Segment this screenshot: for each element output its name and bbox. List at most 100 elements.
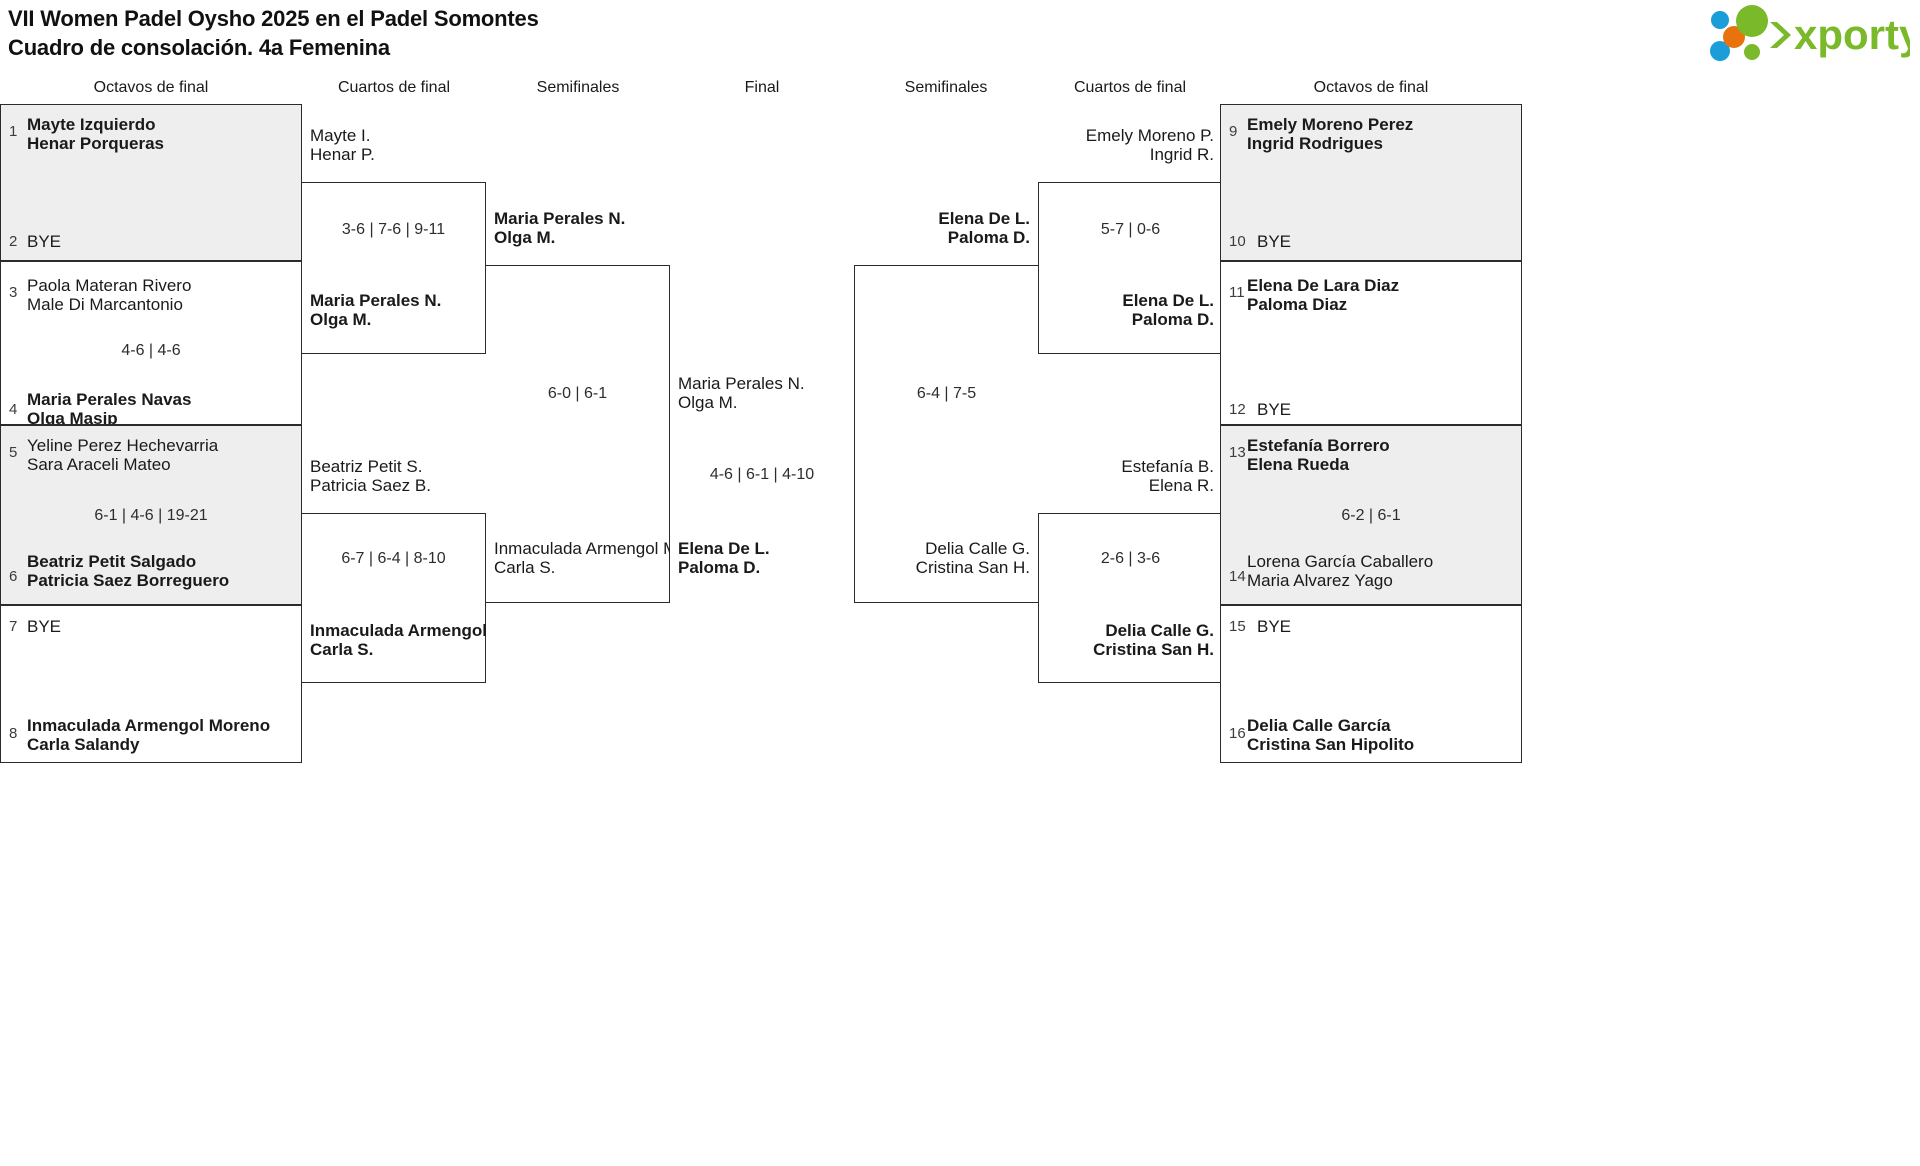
final-top-line-1: Maria Perales N. bbox=[678, 374, 805, 393]
seed-number: 3 bbox=[9, 284, 18, 301]
match-score: 6-7 | 6-4 | 8-10 bbox=[341, 550, 446, 567]
player-line-2: Paloma Diaz bbox=[1247, 295, 1348, 314]
match-score: 6-2 | 6-1 bbox=[1341, 507, 1401, 524]
title-line-1: VII Women Padel Oysho 2025 en el Padel S… bbox=[8, 6, 539, 31]
match-score: 2-6 | 3-6 bbox=[1100, 550, 1161, 567]
player-line-1: BYE bbox=[1257, 400, 1292, 419]
semis-left-top-line-2: Olga M. bbox=[494, 228, 556, 247]
player-line-1: Mayte Izquierdo bbox=[27, 115, 156, 134]
seed-number: 16 bbox=[1229, 725, 1246, 742]
player-line-1: Lorena García Caballero bbox=[1247, 552, 1434, 571]
octavos-right-match-2[interactable]: 11 Elena De Lara Diaz Paloma Diaz 12 BYE bbox=[1220, 261, 1522, 425]
seed-number: 1 bbox=[9, 123, 18, 140]
cuartos-right-1-bot-line-2: Paloma D. bbox=[1131, 310, 1214, 329]
octavos-right-match-1[interactable]: 9 Emely Moreno Perez Ingrid Rodrigues 10… bbox=[1220, 104, 1522, 261]
seed-number: 10 bbox=[1229, 233, 1246, 250]
octavos-right-match-3[interactable]: 13 Estefanía Borrero Elena Rueda 6-2 | 6… bbox=[1220, 425, 1522, 605]
cuartos-left-2-bot-line-1: Inmaculada Armengol M. bbox=[310, 621, 486, 640]
round-header-cuartos-right: Cuartos de final bbox=[1073, 79, 1187, 96]
player-line-2: Carla Salandy bbox=[27, 735, 140, 754]
player-line-2: Cristina San Hipolito bbox=[1247, 735, 1415, 754]
round-header-semis-right: Semifinales bbox=[904, 79, 988, 96]
final-bot-line-2: Paloma D. bbox=[678, 558, 761, 577]
semis-left-connector[interactable]: 6-0 | 6-1 bbox=[486, 265, 670, 603]
player-line-2: Henar Porqueras bbox=[27, 134, 164, 153]
cuartos-right-2-top-line-1: Estefanía B. bbox=[1121, 457, 1214, 476]
cuartos-right-2-bot-line-2: Cristina San H. bbox=[1093, 640, 1214, 659]
match-score: 6-0 | 6-1 bbox=[547, 385, 608, 402]
seed-number: 14 bbox=[1229, 568, 1246, 585]
seed-number: 8 bbox=[9, 725, 18, 742]
cuartos-left-match-1-connector[interactable]: 3-6 | 7-6 | 9-11 bbox=[302, 182, 486, 354]
seed-number: 2 bbox=[9, 233, 18, 250]
octavos-left-match-1[interactable]: 1 Mayte Izquierdo Henar Porqueras 2 BYE bbox=[0, 104, 302, 261]
logo-wordmark: xporty bbox=[1794, 11, 1910, 58]
player-line-2: Male Di Marcantonio bbox=[27, 295, 183, 314]
round-header-octavos-left: Octavos de final bbox=[93, 79, 209, 96]
cuartos-right-match-2-connector[interactable]: 2-6 | 3-6 bbox=[1038, 513, 1222, 683]
round-header-final: Final bbox=[744, 79, 780, 96]
seed-number: 7 bbox=[9, 618, 18, 635]
cuartos-right-1-top-line-1: Emely Moreno P. bbox=[1085, 126, 1214, 145]
match-score: 4-6 | 4-6 bbox=[121, 342, 181, 359]
round-header-octavos-right: Octavos de final bbox=[1313, 79, 1429, 96]
semis-right-connector[interactable]: 6-4 | 7-5 bbox=[854, 265, 1038, 603]
cuartos-right-2-top-line-2: Elena R. bbox=[1148, 476, 1214, 495]
final-bot-line-1: Elena De L. bbox=[678, 539, 770, 558]
semis-left-top-line-1: Maria Perales N. bbox=[494, 209, 626, 228]
cuartos-right-1-top-line-2: Ingrid R. bbox=[1149, 145, 1214, 164]
seed-number: 11 bbox=[1229, 284, 1245, 301]
player-line-1: Beatriz Petit Salgado bbox=[27, 552, 197, 571]
seed-number: 4 bbox=[9, 401, 18, 418]
player-line-1: Estefanía Borrero bbox=[1247, 436, 1390, 455]
seed-number: 5 bbox=[9, 444, 18, 461]
player-line-1: BYE bbox=[27, 617, 62, 636]
cuartos-right-1-bot-line-1: Elena De L. bbox=[1122, 291, 1214, 310]
octavos-left-match-3[interactable]: 5 Yeline Perez Hechevarria Sara Araceli … bbox=[0, 425, 302, 605]
player-line-2: Olga Masip bbox=[27, 409, 118, 425]
cuartos-left-2-bot-line-2: Carla S. bbox=[310, 640, 374, 659]
player-line-1: BYE bbox=[1257, 617, 1292, 636]
player-line-1: Emely Moreno Perez bbox=[1247, 115, 1414, 134]
seed-number: 12 bbox=[1229, 401, 1246, 418]
match-score: 6-1 | 4-6 | 19-21 bbox=[94, 507, 208, 524]
player-line-2: Sara Araceli Mateo bbox=[27, 455, 171, 474]
seed-number: 13 bbox=[1229, 444, 1246, 461]
semis-right-bot-line-1: Delia Calle G. bbox=[925, 539, 1030, 558]
page-title: VII Women Padel Oysho 2025 en el Padel S… bbox=[8, 4, 539, 62]
cuartos-right-2-bot-line-1: Delia Calle G. bbox=[1105, 621, 1214, 640]
player-line-1: Elena De Lara Diaz bbox=[1247, 276, 1400, 295]
cuartos-left-1-bot-line-2: Olga M. bbox=[310, 310, 372, 329]
player-line-2: Patricia Saez Borreguero bbox=[27, 571, 230, 590]
match-score: 3-6 | 7-6 | 9-11 bbox=[341, 221, 446, 238]
logo-dots-icon bbox=[1710, 5, 1791, 61]
cuartos-left-2-top-line-1: Beatriz Petit S. bbox=[310, 457, 423, 476]
semis-right-top-line-2: Paloma D. bbox=[947, 228, 1030, 247]
seed-number: 9 bbox=[1229, 123, 1238, 140]
match-score: 5-7 | 0-6 bbox=[1100, 221, 1161, 238]
cuartos-right-match-1-connector[interactable]: 5-7 | 0-6 bbox=[1038, 182, 1222, 354]
player-line-2: Elena Rueda bbox=[1247, 455, 1350, 474]
octavos-left-match-4[interactable]: 7 BYE 8 Inmaculada Armengol Moreno Carla… bbox=[0, 605, 302, 763]
player-line-2: Ingrid Rodrigues bbox=[1247, 134, 1383, 153]
seed-number: 15 bbox=[1229, 618, 1246, 635]
player-line-1: BYE bbox=[1257, 232, 1292, 251]
cuartos-left-2-top-line-2: Patricia Saez B. bbox=[310, 476, 431, 495]
player-line-1: Maria Perales Navas bbox=[27, 390, 192, 409]
xporty-logo: xporty bbox=[1710, 4, 1910, 66]
octavos-right-match-4[interactable]: 15 BYE 16 Delia Calle García Cristina Sa… bbox=[1220, 605, 1522, 763]
semis-right-top-line-1: Elena De L. bbox=[938, 209, 1030, 228]
octavos-left-match-2[interactable]: 3 Paola Materan Rivero Male Di Marcanton… bbox=[0, 261, 302, 425]
player-line-1: Paola Materan Rivero bbox=[27, 276, 192, 295]
player-line-2: Maria Alvarez Yago bbox=[1247, 571, 1393, 590]
player-line-1: Yeline Perez Hechevarria bbox=[27, 436, 219, 455]
cuartos-left-1-top-line-1: Mayte I. bbox=[310, 126, 371, 145]
title-line-2: Cuadro de consolación. 4a Femenina bbox=[8, 35, 390, 60]
player-line-1: Inmaculada Armengol Moreno bbox=[27, 716, 271, 735]
semis-left-bot-line-2: Carla S. bbox=[494, 558, 556, 577]
semis-right-bot-line-2: Cristina San H. bbox=[915, 558, 1030, 577]
final-top-line-2: Olga M. bbox=[678, 393, 738, 412]
cuartos-left-match-2-connector[interactable]: 6-7 | 6-4 | 8-10 bbox=[302, 513, 486, 683]
cuartos-left-1-top-line-2: Henar P. bbox=[310, 145, 375, 164]
